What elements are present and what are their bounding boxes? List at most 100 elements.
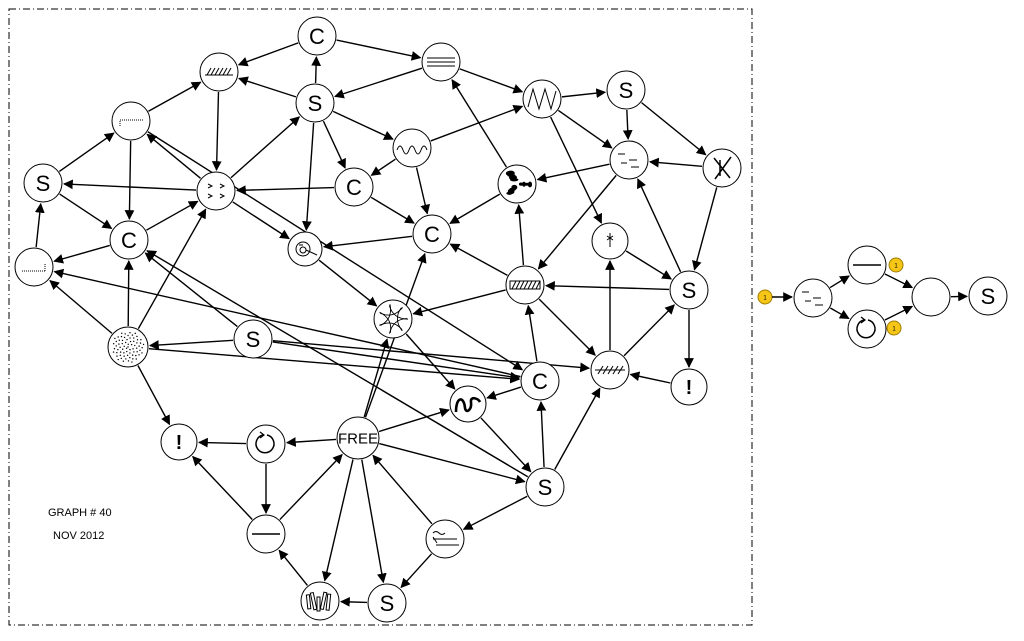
- edge-arrow: [401, 554, 431, 588]
- edge-arrow: [450, 244, 507, 275]
- node-label: C: [121, 228, 137, 253]
- edge-arrow: [694, 187, 716, 269]
- icon-node: [592, 223, 628, 259]
- edge-arrow: [36, 204, 41, 247]
- node-label: C: [309, 24, 325, 49]
- icon-node: [197, 172, 235, 210]
- caption-date: NOV 2012: [53, 530, 104, 542]
- edge-arrow: [50, 281, 112, 334]
- node-circle: [15, 248, 53, 286]
- edge-arrow: [460, 69, 523, 92]
- edge-arrow: [306, 123, 313, 230]
- edge-arrow: [487, 387, 521, 398]
- edge-arrow: [237, 188, 334, 191]
- icon-node: [15, 248, 53, 286]
- icon-node: [108, 327, 148, 367]
- edge-arrow: [59, 133, 113, 171]
- edge-arrow: [371, 197, 414, 223]
- edge-arrow: [54, 245, 110, 261]
- node-label: S: [308, 91, 323, 116]
- edge-arrow: [450, 194, 500, 223]
- node-circle: [200, 53, 238, 91]
- node-label: S: [682, 278, 697, 303]
- edge-arrow: [519, 205, 524, 265]
- edge-arrow: [148, 82, 200, 111]
- node-label: !: [686, 377, 693, 399]
- node-circle: [288, 232, 322, 266]
- edge-arrow: [60, 194, 112, 228]
- edge-arrow: [642, 103, 706, 155]
- node-circle: [197, 172, 235, 210]
- edge-arrow: [129, 141, 130, 219]
- edge-arrow: [624, 305, 674, 356]
- edge-arrow: [279, 550, 307, 585]
- node-label: C: [424, 222, 440, 247]
- c-node: C: [298, 17, 336, 55]
- node-circle: [450, 386, 486, 422]
- node-circle: [247, 425, 285, 463]
- edge-arrow: [626, 251, 671, 279]
- s-node: S: [607, 71, 645, 109]
- edge-arrow: [638, 179, 681, 272]
- s-node: S: [368, 584, 406, 622]
- edge-arrow: [650, 162, 702, 166]
- edge-arrow: [231, 117, 299, 178]
- edge-arrow: [362, 460, 384, 583]
- edge-arrow: [287, 439, 336, 442]
- icon-node: [610, 141, 648, 179]
- icon-node: [393, 129, 431, 167]
- edge-arrow: [316, 57, 317, 83]
- edge-arrow: [325, 459, 353, 580]
- icon-node: [848, 246, 886, 284]
- icon-node: [200, 53, 238, 91]
- icon-node: [374, 300, 412, 338]
- exclaim-node: !: [161, 424, 197, 460]
- edge-arrow: [373, 455, 432, 523]
- node-circle: [393, 129, 431, 167]
- node-label: FREE: [338, 430, 378, 447]
- node-circle: [912, 278, 950, 316]
- edge-arrow: [341, 602, 367, 603]
- node-label: C: [346, 175, 362, 200]
- icon-node: [247, 515, 285, 553]
- edge-arrow: [128, 261, 129, 326]
- edge-arrow: [431, 106, 523, 141]
- edge-arrow: [371, 159, 395, 175]
- c-node: C: [413, 215, 451, 253]
- edge-arrow: [830, 308, 848, 319]
- edge-arrow: [337, 40, 421, 58]
- edge-arrow: [885, 306, 912, 320]
- c-node: C: [110, 221, 148, 259]
- edge-arrow: [830, 276, 849, 288]
- edge-arrow: [193, 457, 253, 520]
- edge-arrow: [379, 410, 449, 432]
- edge-arrow: [138, 209, 205, 328]
- edge-arrow: [335, 68, 422, 96]
- edge-arrow: [145, 253, 237, 326]
- edge-arrow: [413, 290, 505, 314]
- edge-arrow: [551, 117, 602, 223]
- free-node: FREE: [337, 417, 379, 459]
- icon-node: [450, 386, 486, 422]
- s-node: S: [969, 277, 1007, 315]
- edge-arrow: [562, 92, 605, 97]
- edge-arrow: [147, 134, 200, 178]
- node-label: S: [538, 475, 553, 500]
- icon-node: [112, 102, 150, 140]
- step-badge: 1: [887, 321, 901, 335]
- icon-node: [848, 310, 886, 348]
- edge-arrow: [452, 80, 506, 167]
- edge-arrow: [528, 306, 537, 361]
- node-label: C: [532, 369, 548, 394]
- icon-node: [591, 351, 629, 389]
- icon-node: [422, 43, 460, 81]
- edge-arrow: [885, 274, 912, 288]
- s-node: S: [526, 468, 564, 506]
- edge-arrow: [555, 388, 600, 469]
- edge-arrow: [464, 496, 528, 529]
- icon-node: [523, 80, 561, 118]
- edge-arrow: [239, 43, 299, 65]
- s-node: S: [670, 271, 708, 309]
